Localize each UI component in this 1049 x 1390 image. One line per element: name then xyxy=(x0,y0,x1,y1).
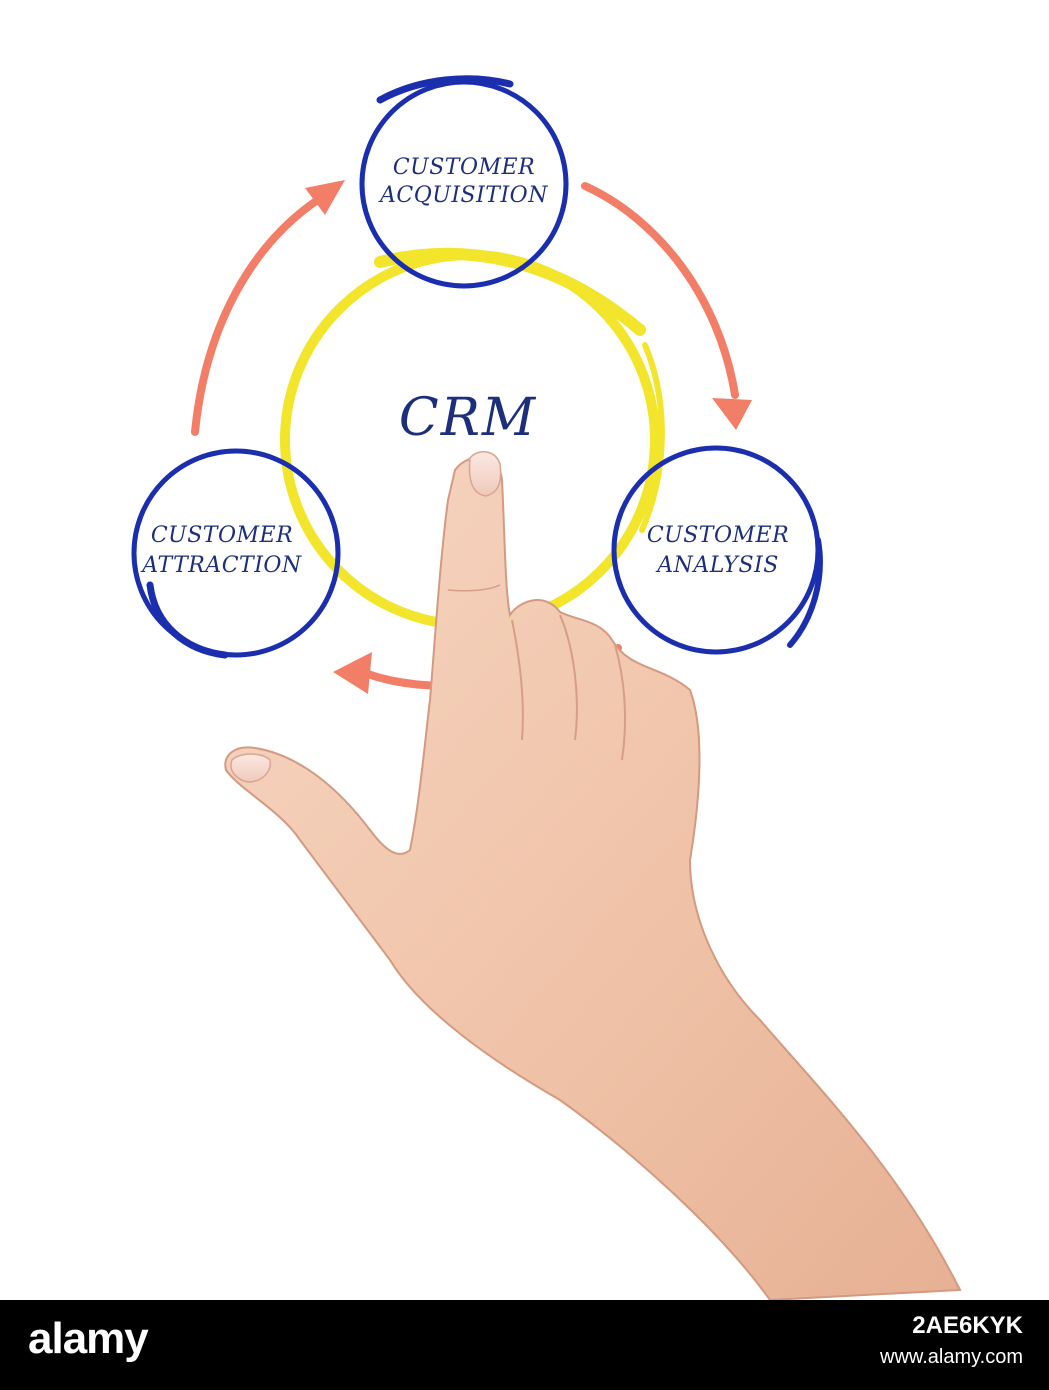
crm-cycle-diagram: CUSTOMER ACQUISITION CUSTOMER ANALYSIS C… xyxy=(131,75,962,1300)
node-customer-attraction: CUSTOMER ATTRACTION xyxy=(131,448,341,659)
node-customer-analysis: CUSTOMER ANALYSIS xyxy=(611,445,823,655)
node-acquisition-line-1: CUSTOMER xyxy=(393,155,535,180)
alamy-logo: alamy xyxy=(28,1314,149,1363)
node-acquisition-line-2: ACQUISITION xyxy=(378,183,548,208)
node-analysis-line-2: ANALYSIS xyxy=(655,553,779,578)
node-attraction-line-2: ATTRACTION xyxy=(140,553,302,578)
stock-footer-bar: alamy 2AE6KYK www.alamy.com xyxy=(0,1300,1049,1390)
stock-id-block: 2AE6KYK www.alamy.com xyxy=(880,1312,1023,1369)
node-customer-acquisition: CUSTOMER ACQUISITION xyxy=(359,75,569,289)
arrow-acquisition-to-analysis xyxy=(581,182,752,430)
node-attraction-line-1: CUSTOMER xyxy=(151,523,293,548)
site-url: www.alamy.com xyxy=(880,1346,1023,1368)
crm-center-label: CRM xyxy=(399,388,537,448)
image-id: 2AE6KYK xyxy=(912,1312,1023,1339)
pointing-hand-image xyxy=(224,451,962,1300)
arrow-attraction-to-acquisition xyxy=(191,180,345,436)
node-analysis-line-1: CUSTOMER xyxy=(647,523,789,548)
